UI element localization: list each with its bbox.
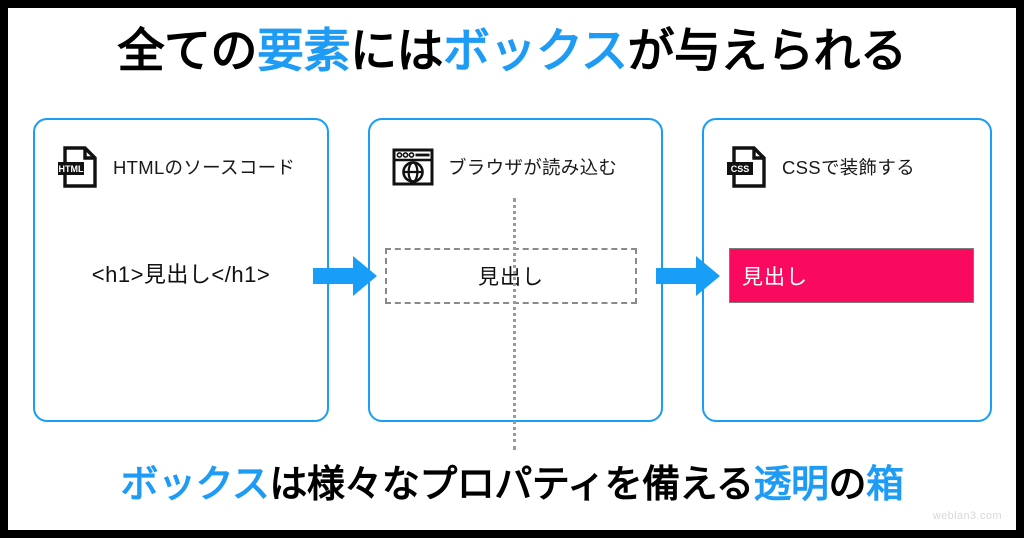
panel-html-header: HTML HTMLのソースコード	[55, 144, 295, 190]
rendered-box-label: 見出し	[478, 266, 544, 289]
styled-heading-label: 見出し	[742, 265, 808, 289]
panel-html-heading: HTMLのソースコード	[113, 157, 296, 178]
svg-text:HTML: HTML	[59, 164, 84, 174]
caption-segment-3: 透明	[753, 464, 829, 506]
caption-segment-2: は様々なプロパティを備える	[269, 464, 754, 506]
css-file-icon: CSS	[724, 144, 770, 190]
page-caption: ボックスは様々なプロパティを備える透明の箱	[8, 453, 1016, 508]
arrow-right-icon-2	[656, 256, 720, 296]
title-segment-2: 要素	[256, 24, 351, 77]
caption-segment-5: 箱	[865, 464, 904, 506]
panel-html-source: HTML HTMLのソースコード <h1>見出し</h1>	[33, 118, 329, 422]
html-code-text: <h1>見出し</h1>	[91, 262, 271, 287]
panel-browser-heading: ブラウザが読み込む	[448, 157, 618, 178]
watermark: weblan3.com	[932, 510, 1002, 522]
title-segment-5: が与えられる	[627, 24, 908, 77]
styled-heading-box: 見出し	[729, 248, 974, 303]
browser-globe-icon	[390, 144, 436, 190]
title-segment-4: ボックス	[442, 24, 628, 77]
arrow-right-icon-1	[313, 256, 377, 296]
svg-text:CSS: CSS	[731, 164, 750, 174]
html-file-icon: HTML	[55, 144, 101, 190]
slide-canvas: 全ての要素にはボックスが与えられる HTML HTMLのソースコード <h1>見…	[8, 8, 1016, 530]
panel-browser-header: ブラウザが読み込む	[390, 144, 617, 190]
dotted-connector-line	[513, 198, 516, 450]
panel-css-style: CSS CSSで装飾する 見出し	[702, 118, 992, 422]
page-title: 全ての要素にはボックスが与えられる	[8, 22, 1016, 81]
panel-css-heading: CSSで装飾する	[782, 157, 915, 178]
caption-segment-1: ボックス	[120, 464, 270, 506]
caption-segment-4: の	[828, 464, 866, 506]
rendered-box-outline: 見出し	[385, 248, 637, 304]
title-segment-1: 全ての	[117, 24, 257, 77]
title-segment-3: には	[349, 24, 444, 77]
panel-css-header: CSS CSSで装飾する	[724, 144, 915, 190]
